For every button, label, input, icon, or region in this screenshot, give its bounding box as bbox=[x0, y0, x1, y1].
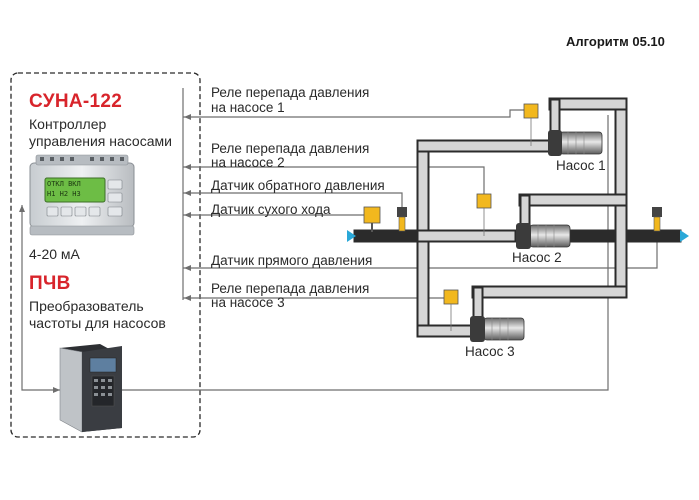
pump-3-label: Насос 3 bbox=[465, 344, 515, 359]
relay-pump-3-icon bbox=[443, 289, 459, 305]
controller-brand: СУНА-122 bbox=[29, 91, 123, 112]
converter-brand: ПЧВ bbox=[29, 273, 71, 294]
signal-bus bbox=[21, 88, 658, 391]
relay-pump-2-icon bbox=[476, 193, 492, 209]
pipe-network bbox=[353, 97, 682, 338]
pump-1-label: Насос 1 bbox=[556, 158, 606, 173]
forward-pressure-sensor-icon bbox=[652, 207, 662, 232]
signal-relay-pump1-line2: на насосе 1 bbox=[211, 100, 285, 115]
converter-desc-2: частоты для насосов bbox=[29, 315, 166, 331]
back-pressure-sensor-icon bbox=[397, 207, 407, 232]
pump-3-icon bbox=[470, 316, 525, 342]
relay-boxes bbox=[443, 103, 539, 331]
signal-relay-pump1-line1: Реле перепада давления bbox=[211, 85, 370, 100]
converter-desc-1: Преобразователь bbox=[29, 298, 144, 314]
controller-enclosure bbox=[10, 72, 201, 438]
signal-relay-pump3-line2: на насосе 3 bbox=[211, 295, 285, 310]
controller-display-line-1: ОТКЛ ВКЛ bbox=[47, 180, 81, 188]
controller-desc-2: управления насосами bbox=[29, 133, 172, 149]
pump-2-label: Насос 2 bbox=[512, 250, 562, 265]
signal-relay-pump2-line2: на насосе 2 bbox=[211, 155, 285, 170]
signal-dry-run: Датчик сухого хода bbox=[211, 202, 331, 217]
inlet-flow-arrow bbox=[347, 230, 356, 242]
signal-relay-pump2-line1: Реле перепада давления bbox=[211, 141, 370, 156]
signal-forward-pressure: Датчик прямого давления bbox=[211, 253, 373, 268]
controller-desc-1: Контроллер bbox=[29, 116, 107, 132]
controller-display-line-2: Н1 Н2 Н3 bbox=[47, 190, 81, 198]
relay-pump-1-icon bbox=[523, 103, 539, 119]
controller-device-icon bbox=[29, 154, 135, 236]
dry-run-sensor-icon bbox=[363, 206, 381, 232]
signal-relay-pump3-line1: Реле перепада давления bbox=[211, 281, 370, 296]
signal-arrows bbox=[19, 114, 191, 393]
outlet-flow-arrow bbox=[680, 230, 689, 242]
signal-back-pressure: Датчик обратного давления bbox=[211, 178, 385, 193]
frequency-converter-icon bbox=[59, 344, 122, 433]
analog-signal-label: 4-20 мА bbox=[29, 246, 80, 262]
pump-1-icon bbox=[548, 130, 603, 156]
pump-2-icon bbox=[516, 223, 571, 249]
algorithm-label: Алгоритм 05.10 bbox=[566, 34, 665, 49]
